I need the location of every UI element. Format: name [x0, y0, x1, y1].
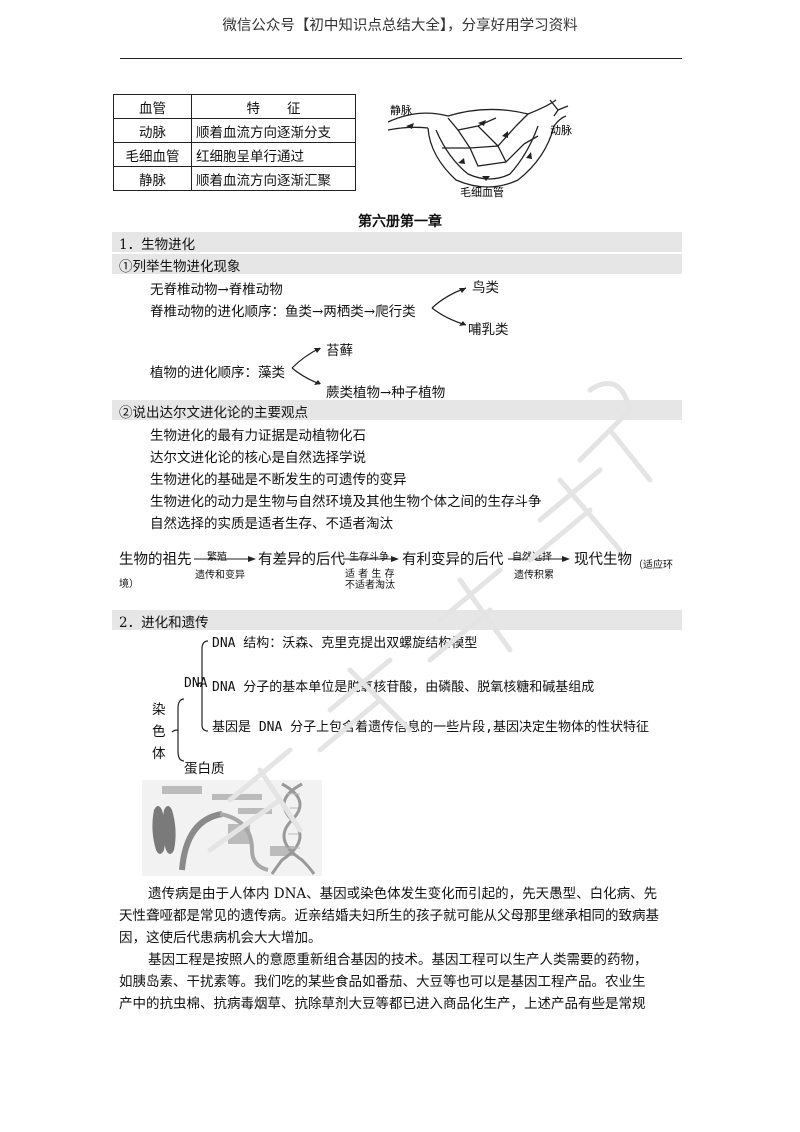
branch-fern: 蕨类植物→种子植物 — [326, 385, 446, 401]
paragraph-line: 天性聋哑都是常见的遗传病。近亲结婚夫妇所生的孩子就可能从父母那里继承相同的致病基 — [119, 908, 659, 924]
dna-structure: DNA 结构：沃森、克里克提出双螺旋结构模型 — [212, 636, 478, 651]
chromosome-char: 染 — [152, 702, 166, 718]
flow-arrow — [343, 556, 399, 562]
table-cell: 顺着血流方向逐渐分支 — [191, 118, 356, 143]
protein-label: 蛋白质 — [184, 761, 225, 777]
branch-mammals: 哺乳类 — [468, 322, 509, 338]
header-divider — [120, 58, 682, 59]
darwin-point: 生物进化的基础是不断发生的可遗传的变异 — [150, 472, 407, 488]
diagram-label-vein: 静脉 — [390, 103, 412, 117]
table-cell: 红细胞呈单行通过 — [191, 142, 356, 167]
subsection-title: ②说出达尔文进化论的主要观点 — [119, 405, 308, 421]
subsection-title: ①列举生物进化现象 — [119, 259, 241, 275]
table-cell: 毛细血管 — [113, 142, 192, 167]
branch-arrows-vertebrate — [431, 287, 467, 326]
table-row: 动脉 顺着血流方向逐渐分支 — [113, 118, 356, 143]
table-header-cell: 血管 — [113, 94, 192, 119]
flow-node: 生物的祖先 — [119, 552, 192, 568]
branch-moss: 苔藓 — [326, 343, 353, 359]
table-header-row: 血管 特 征 — [113, 94, 356, 119]
flow-arrow-label: 生存斗争 — [349, 552, 389, 563]
plant-sequence: 植物的进化顺序：藻类 — [150, 365, 285, 381]
diagram-label-artery: 动脉 — [550, 123, 572, 137]
evolution-line: 无脊椎动物→脊椎动物 — [150, 282, 283, 298]
table-cell: 顺着血流方向逐渐汇聚 — [191, 166, 356, 191]
subsection-highlight — [112, 400, 682, 420]
paragraph-line: 因，这使后代患病机会大大增加。 — [119, 930, 322, 946]
brace-lines — [171, 640, 209, 762]
darwin-point: 生物进化的最有力证据是动植物化石 — [150, 428, 366, 444]
table-row: 毛细血管 红细胞呈单行通过 — [113, 142, 356, 167]
section-title: 1．生物进化 — [119, 237, 196, 253]
vessel-table: 血管 特 征 动脉 顺着血流方向逐渐分支 毛细血管 红细胞呈单行通过 静脉 顺着… — [113, 94, 356, 191]
flow-node: 有差异的后代 — [258, 552, 345, 568]
flow-node: 有利变异的后代 — [402, 552, 504, 568]
flow-arrow — [508, 556, 570, 562]
table-header-cell: 特 征 — [191, 94, 356, 119]
table-cell: 静脉 — [113, 166, 192, 191]
dna-unit: DNA 分子的基本单位是脱氧核苷酸，由磷酸、脱氧核糖和碱基组成 — [212, 680, 595, 695]
darwin-point: 生物进化的动力是生物与自然环境及其他生物个体之间的生存斗争 — [150, 494, 542, 510]
flow-note: 境） — [119, 579, 139, 590]
paragraph-line: 如胰岛素、干扰素等。我们吃的某些食品如番茄、大豆等也可以是基因工程产品。农业生 — [119, 974, 646, 990]
section-title: 2．进化和遗传 — [119, 615, 209, 631]
gene-definition: 基因是 DNA 分子上包含着遗传信息的一些片段,基因决定生物体的性状特征 — [212, 720, 649, 735]
flow-node: 现代生物 — [574, 552, 632, 568]
branch-birds: 鸟类 — [472, 280, 499, 296]
flow-arrow — [194, 556, 256, 562]
flow-note: （适应环 — [633, 560, 673, 571]
chromosome-char: 色 — [152, 724, 166, 740]
vertebrate-sequence: 脊椎动物的进化顺序：鱼类→两栖类→爬行类 — [150, 304, 416, 320]
capillary-network-diagram: 静脉 动脉 毛细血管 — [387, 99, 572, 199]
flow-arrow-label: 适 者 生 存 — [345, 569, 395, 580]
section-highlight — [112, 610, 682, 630]
paragraph-line: 产中的抗虫棉、抗病毒烟草、抗除草剂大豆等都已进入商品化生产，上述产品有些是常规 — [119, 996, 646, 1012]
section-highlight — [112, 232, 682, 252]
paragraph-line: 基因工程是按照人的意愿重新组合基因的技术。基因工程可以生产人类需要的药物， — [148, 952, 648, 968]
diagram-label-capillary: 毛细血管 — [460, 185, 504, 199]
chapter-title: 第六册第一章 — [358, 214, 442, 230]
subsection-highlight — [112, 254, 682, 274]
flow-arrow-label: 遗传积累 — [514, 570, 554, 581]
flow-arrow-label: 不适者淘汰 — [345, 580, 395, 591]
page-header: 微信公众号【初中知识点总结大全】，分享好用学习资料 — [222, 18, 578, 34]
branch-arrows-plant — [291, 347, 321, 385]
flow-arrow-label: 遗传和变异 — [195, 570, 245, 581]
table-row: 静脉 顺着血流方向逐渐汇聚 — [113, 166, 356, 191]
dna-label: DNA — [184, 676, 208, 691]
chromosome-dna-illustration — [142, 780, 322, 876]
flow-arrow-label: 繁殖 — [207, 552, 227, 563]
table-cell: 动脉 — [113, 118, 192, 143]
chromosome-char: 体 — [152, 746, 166, 762]
darwin-point: 自然选择的实质是适者生存、不适者淘汰 — [150, 516, 393, 532]
paragraph-line: 遗传病是由于人体内 DNA、基因或染色体发生变化而引起的，先天愚型、白化病、先 — [148, 886, 658, 902]
darwin-point: 达尔文进化论的核心是自然选择学说 — [150, 450, 366, 466]
